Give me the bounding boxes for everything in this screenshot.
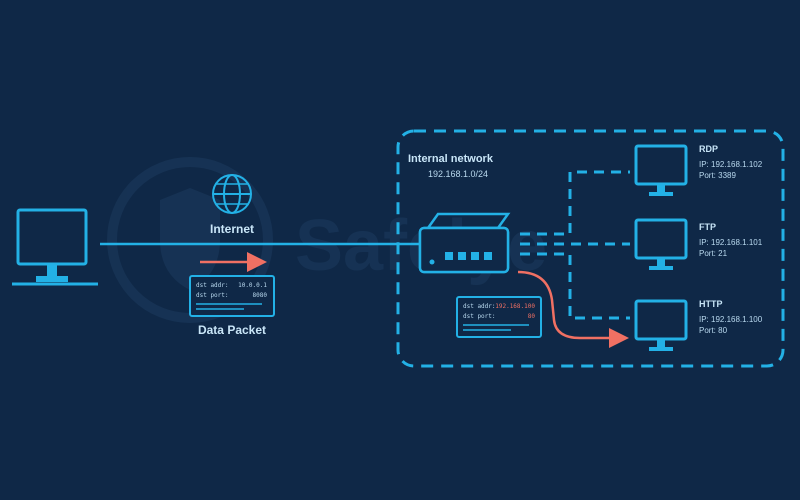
internet-label: Internet (210, 222, 254, 236)
http-host-monitor-icon (634, 299, 688, 351)
packet-in-port-value: 8080 (253, 292, 268, 299)
outgoing-packet-card: dst addr: 192.168.100 dst port: 80 (456, 296, 542, 338)
rdp-service-label: RDP (699, 144, 718, 154)
rdp-ip-label: IP: 192.168.1.102 (699, 160, 763, 169)
ftp-service-label: FTP (699, 222, 716, 232)
rdp-port-label: Port: 3389 (699, 171, 736, 180)
http-port-label: Port: 80 (699, 326, 728, 335)
internal-network-boundary (396, 129, 785, 368)
internal-network-subnet: 192.168.1.0/24 (428, 169, 488, 179)
ftp-host-monitor-icon (634, 218, 688, 270)
outgoing-arrow (517, 270, 629, 348)
packet-in-port-label: dst port: (196, 292, 229, 299)
globe-icon (212, 174, 252, 214)
internal-network-title: Internal network (408, 153, 494, 165)
data-packet-label: Data Packet (198, 323, 266, 337)
packet-out-addr-value: 192.168.100 (495, 303, 535, 310)
ftp-ip-label: IP: 192.168.1.101 (699, 238, 763, 247)
packet-out-port-value: 80 (528, 313, 536, 320)
incoming-packet-card: dst addr: 10.0.0.1 dst port: 8080 (189, 275, 275, 317)
packet-in-addr-value: 10.0.0.1 (238, 282, 267, 289)
router-icon (418, 212, 511, 274)
packet-out-port-label: dst port: (463, 313, 496, 320)
http-service-label: HTTP (699, 299, 723, 309)
packet-out-addr-label: dst addr: (463, 303, 496, 310)
packet-in-addr-label: dst addr: (196, 282, 229, 289)
client-monitor-icon (12, 208, 98, 286)
rdp-host-monitor-icon (634, 144, 688, 196)
http-ip-label: IP: 192.168.1.100 (699, 315, 763, 324)
ftp-port-label: Port: 21 (699, 249, 728, 258)
router-host-links (520, 170, 630, 320)
